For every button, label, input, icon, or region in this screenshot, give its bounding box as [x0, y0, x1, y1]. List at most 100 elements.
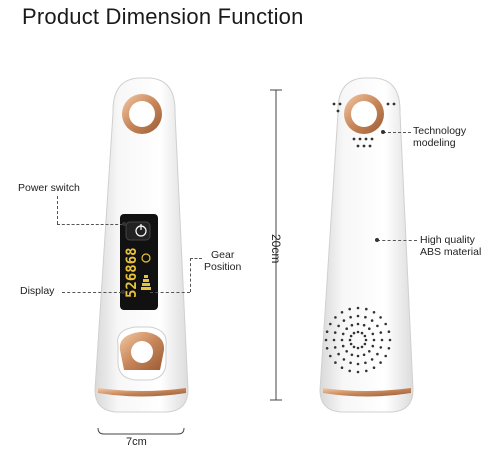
pattern-dot: [325, 330, 329, 334]
power-switch-leader-h: [57, 224, 123, 225]
pattern-dot: [356, 362, 360, 366]
pattern-dot: [342, 358, 346, 361]
pattern-dot: [356, 354, 360, 358]
device-front: 526868: [94, 77, 189, 413]
snowflake-icon: [141, 253, 151, 263]
gear-level-icon: [141, 275, 151, 290]
pattern-dot: [379, 316, 382, 319]
gear-leader-v: [190, 258, 191, 292]
device-back: [319, 77, 414, 413]
pattern-dot: [348, 338, 352, 342]
pattern-dot: [376, 324, 379, 328]
pattern-dot: [348, 369, 352, 373]
height-dimension-label: 20cm: [269, 234, 283, 264]
gear-position-label: Gear Position: [204, 249, 241, 273]
pattern-dot: [352, 137, 356, 141]
pattern-dot: [364, 361, 367, 365]
pattern-dot: [332, 102, 336, 106]
technology-dot-pattern: [332, 102, 396, 148]
pattern-dot: [341, 344, 345, 348]
pattern-dot: [379, 331, 383, 334]
pattern-dot: [340, 366, 344, 370]
pattern-dot: [371, 344, 375, 348]
pattern-dot: [340, 311, 344, 314]
display-leader: [62, 292, 122, 293]
pattern-dot: [352, 331, 356, 335]
pattern-dot: [352, 345, 356, 349]
pattern-dot: [348, 307, 352, 311]
gear-leader-h: [150, 292, 190, 293]
pattern-dot: [333, 331, 337, 334]
pattern-dot: [368, 144, 372, 148]
pattern-dot: [333, 346, 337, 349]
pattern-dot: [372, 366, 376, 370]
technology-line1: Technology: [413, 125, 467, 137]
pattern-dot: [356, 306, 360, 310]
gear-leader-h2: [190, 258, 202, 259]
width-dimension-label: 7cm: [126, 436, 147, 448]
pattern-dot: [362, 353, 366, 357]
top-ring-back: [344, 94, 384, 134]
pattern-dot: [337, 324, 340, 328]
pattern-dot: [363, 334, 367, 338]
page-title: Product Dimension Function: [22, 4, 304, 29]
pattern-dot: [329, 322, 332, 326]
top-ring: [122, 94, 162, 134]
abs-leader: [377, 240, 417, 241]
display-counter: 526868: [124, 247, 140, 298]
pattern-dot: [325, 347, 329, 350]
abs-line2: ABS material: [420, 246, 482, 258]
pattern-dot: [372, 338, 376, 342]
pattern-dot: [332, 338, 336, 342]
pattern-dot: [370, 137, 374, 141]
pattern-dot: [388, 338, 392, 342]
pattern-dot: [360, 345, 364, 349]
sunburst-dot-pattern: [324, 306, 392, 374]
pattern-dot: [387, 347, 391, 350]
display-dot: [121, 290, 125, 294]
power-switch-dot: [122, 222, 126, 226]
pattern-dot: [364, 315, 367, 319]
pattern-dot: [337, 352, 340, 356]
pattern-dot: [364, 338, 368, 342]
pattern-dot: [334, 361, 337, 364]
pattern-dot: [356, 370, 360, 374]
height-dimension-line: [270, 89, 282, 401]
gear-label-line2: Position: [204, 261, 242, 273]
pattern-dot: [384, 322, 388, 326]
pattern-dot: [349, 334, 353, 338]
pattern-dot: [356, 144, 360, 148]
pattern-dot: [358, 137, 362, 141]
pattern-dot: [329, 354, 332, 358]
bottom-trigger: [117, 326, 167, 381]
technology-dot: [381, 130, 385, 134]
display-label: Display: [20, 285, 55, 297]
pattern-dot: [364, 137, 368, 141]
pattern-dot: [384, 354, 388, 358]
pattern-dot: [365, 307, 368, 311]
pattern-dot: [368, 327, 371, 331]
pattern-dot: [349, 361, 352, 365]
pattern-dot: [363, 342, 367, 346]
pattern-dot: [392, 102, 396, 106]
pattern-dot: [370, 319, 374, 322]
pattern-dot: [356, 330, 360, 334]
pattern-dot: [350, 353, 354, 357]
pattern-dot: [380, 338, 384, 342]
pattern-dot: [376, 352, 379, 356]
pattern-dot: [324, 338, 328, 342]
abs-dot: [375, 238, 379, 242]
abs-line1: High quality: [420, 234, 475, 246]
power-switch-leader-v: [57, 196, 58, 224]
pattern-dot: [379, 346, 383, 349]
pattern-dot: [349, 342, 353, 346]
pattern-dot: [386, 102, 390, 106]
pattern-dot: [356, 346, 360, 350]
gear-label-line1: Gear: [211, 249, 235, 261]
pattern-dot: [338, 102, 342, 106]
pattern-dot: [362, 144, 366, 148]
pattern-dot: [342, 319, 346, 322]
device-screen: 526868: [120, 214, 158, 310]
pattern-dot: [345, 350, 349, 353]
pattern-dot: [356, 314, 360, 318]
